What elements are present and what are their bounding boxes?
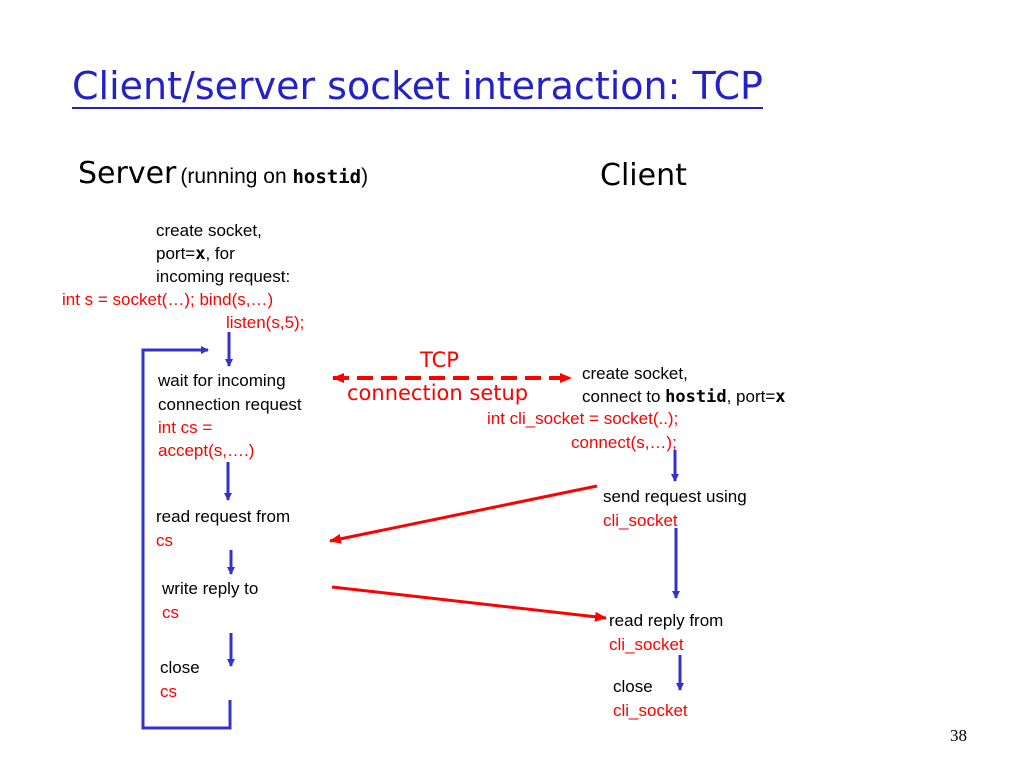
server-header-label: Server [78,156,177,191]
client-header: Client [600,158,687,193]
client-port-label: , port= [726,387,776,406]
server-header: Server (running on hostid) [78,156,368,191]
server-socket-code: int s = socket(…); bind(s,…) [62,290,274,309]
client-read-var: cli_socket [609,635,684,654]
server-close-text: close [160,658,200,677]
client-close-text: close [613,677,653,696]
client-socket-code: int cli_socket = socket(..); [487,409,679,428]
client-send-text: send request using [603,487,747,506]
server-read-var: cs [156,531,173,550]
client-connect-code: connect(s,…); [571,433,677,452]
server-header-host: hostid [292,166,362,188]
server-write-var: cs [162,603,179,622]
client-create-socket-line1: create socket, [582,364,688,383]
server-create-socket-line3: incoming request: [156,267,291,286]
reply-message-arrow [331,585,607,622]
server-header-paren-close: ) [361,165,369,188]
client-port-var: x [775,387,786,407]
client-read-text: read reply from [609,611,724,630]
server-close-var: cs [160,682,177,701]
client-create-socket-line2: connect to hostid, port=x [582,385,786,409]
client-send-var: cli_socket [603,511,678,530]
server-create-socket-line1: create socket, [156,221,262,240]
server-accept-code1: int cs = [158,418,213,437]
client-connect-host: hostid [665,387,727,407]
client-close-var: cli_socket [613,701,688,720]
server-wait-line2: connection request [158,395,302,414]
server-header-paren-open: (running on [180,165,293,188]
server-accept-code2: accept(s,….) [158,441,255,460]
server-read-text: read request from [156,507,291,526]
server-loop-line [141,346,232,730]
client-connect-label: connect to [582,387,666,406]
server-port-post: , for [205,244,235,263]
connection-setup-label: connection setup [347,381,529,405]
server-port-var: x [195,244,206,264]
page-number: 38 [950,726,967,745]
server-create-socket-line2: port=x, for [156,242,235,266]
tcp-label: TCP [420,348,459,372]
server-write-text: write reply to [162,579,259,598]
server-wait-line1: wait for incoming [158,371,286,390]
request-message-arrow [329,484,598,544]
slide-title: Client/server socket interaction: TCP [72,64,763,108]
server-port-label: port= [156,244,196,263]
server-listen-code: listen(s,5); [226,313,305,332]
